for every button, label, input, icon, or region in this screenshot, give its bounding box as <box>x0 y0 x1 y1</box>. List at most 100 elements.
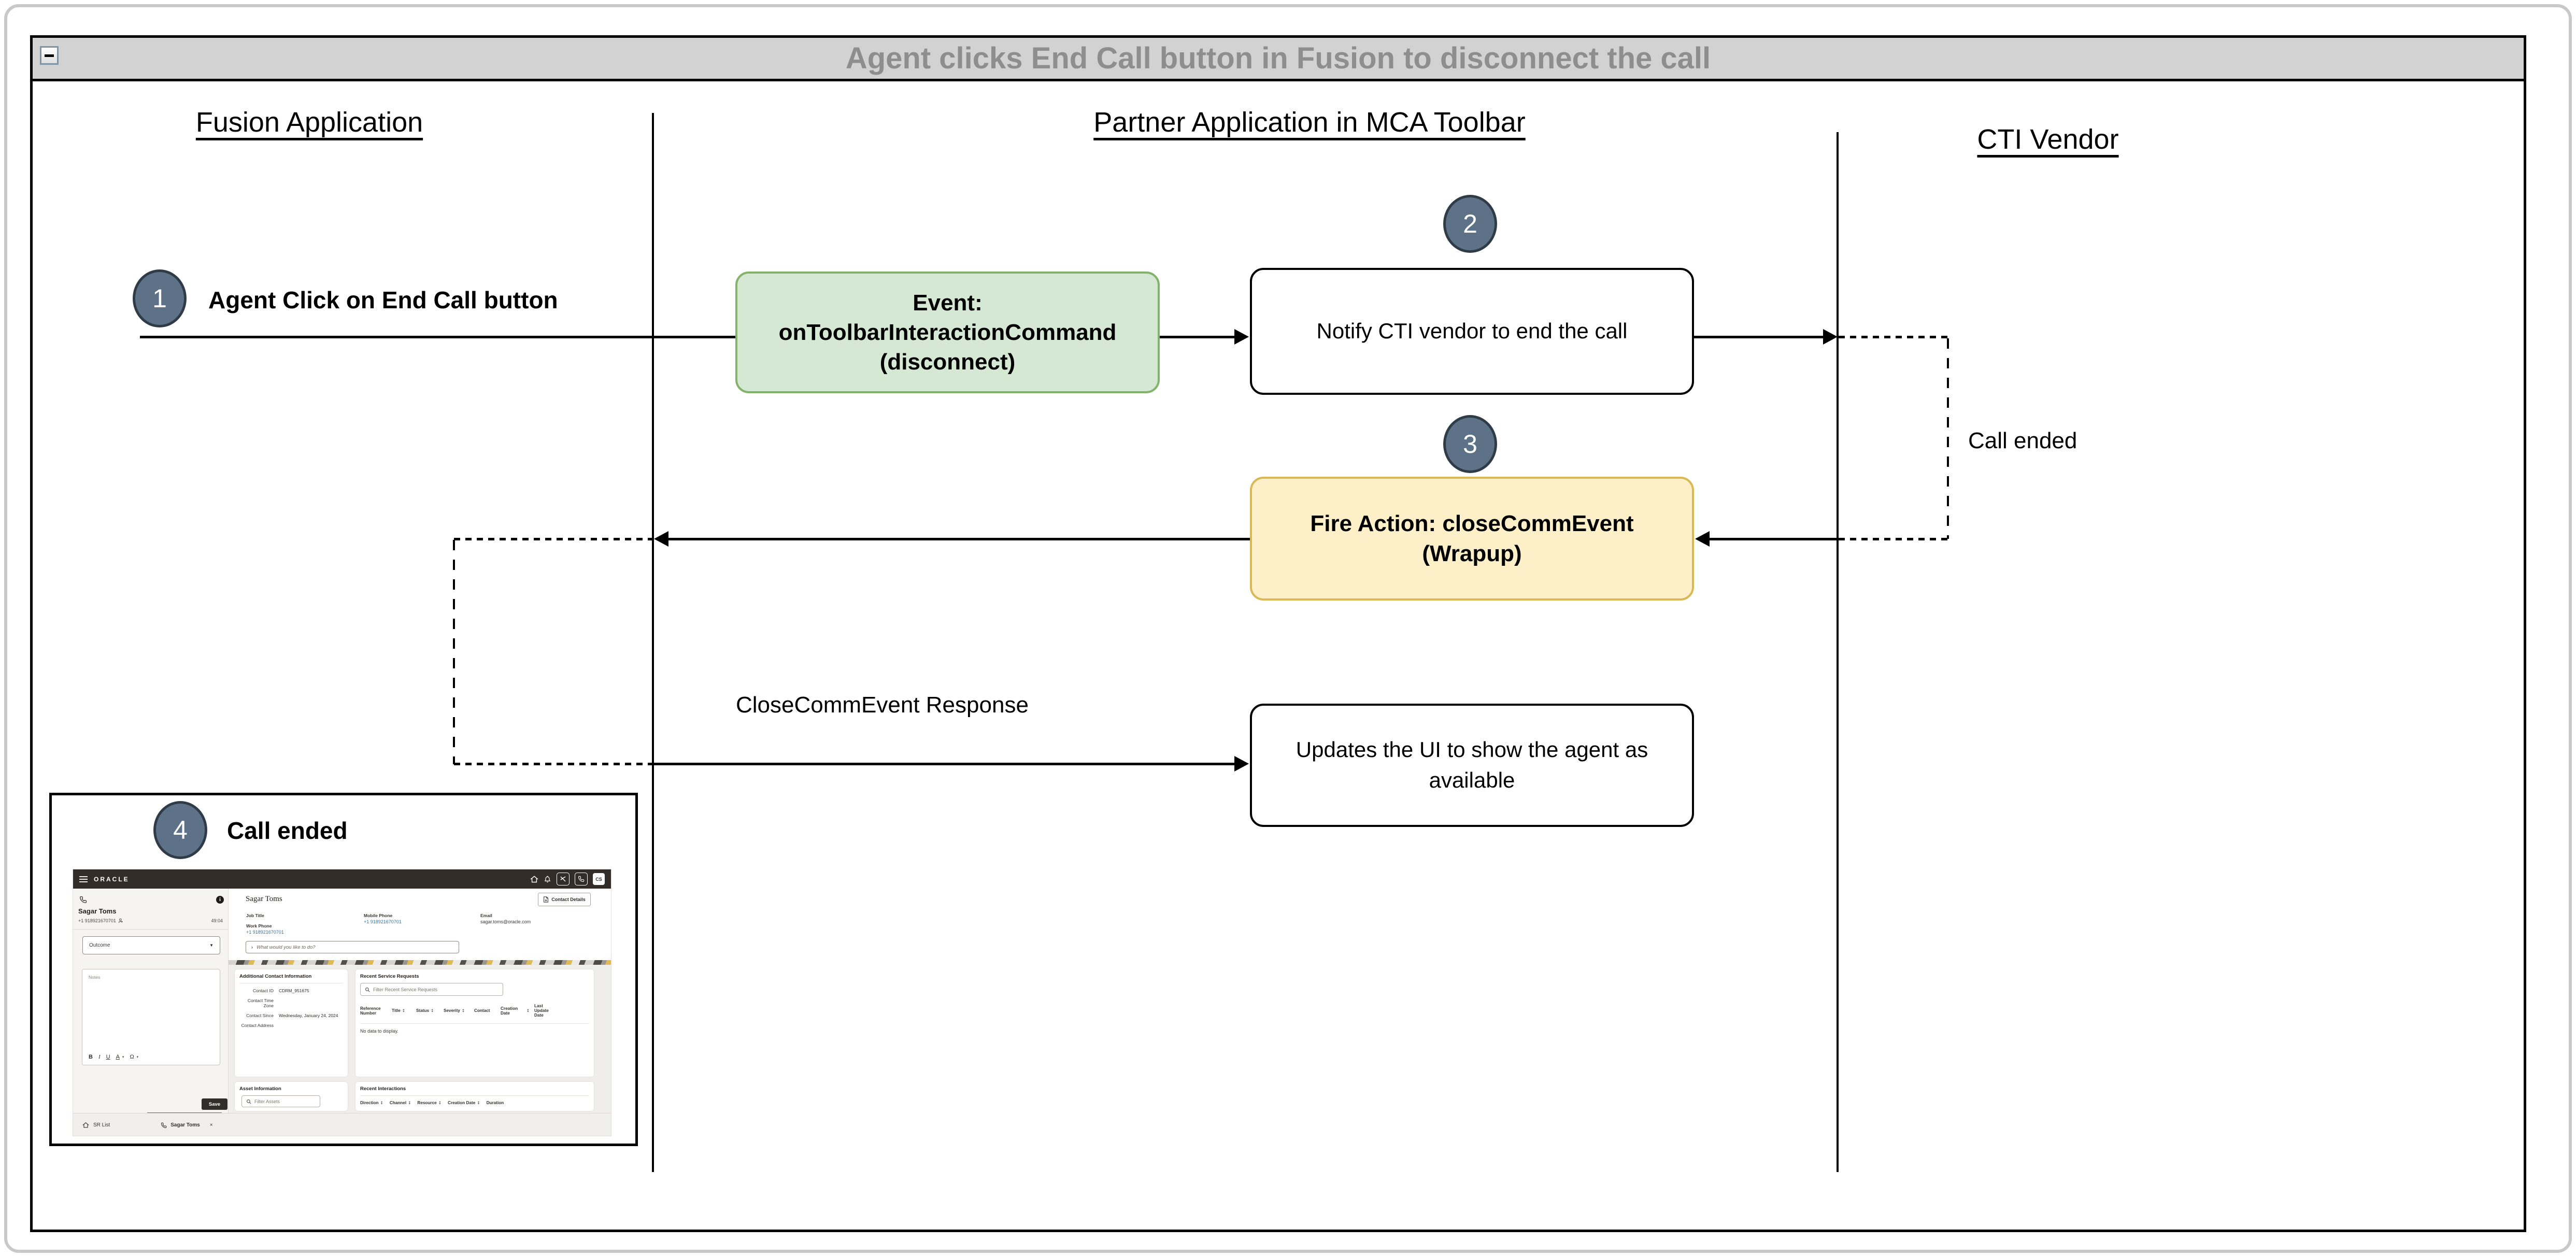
column-header: Contact <box>474 1004 496 1018</box>
chevron-down-icon: ▼ <box>209 943 214 948</box>
info-icon[interactable]: i <box>216 896 224 904</box>
close-icon[interactable]: × <box>209 1122 213 1128</box>
mobile-phone-label: Mobile Phone <box>364 913 393 918</box>
arrowhead-into-cti <box>1823 329 1838 345</box>
column-label[interactable]: Status <box>416 1008 430 1013</box>
column-label[interactable]: Duration <box>486 1101 504 1105</box>
italic-button[interactable]: I <box>98 1054 101 1060</box>
sort-icon[interactable]: ↕ <box>477 1101 480 1105</box>
sort-icon[interactable]: ↕ <box>408 1101 411 1105</box>
step4-label: Call ended <box>227 817 348 844</box>
contact-details-button[interactable]: Contact Details <box>538 893 591 906</box>
save-button[interactable]: Save <box>202 1098 227 1110</box>
filter-service-requests-input[interactable]: Filter Recent Service Requests <box>360 983 503 996</box>
column-label[interactable]: Last Update Date <box>534 1004 549 1018</box>
outcome-select-label: Outcome <box>89 942 110 948</box>
step-circle-1: 1 <box>133 269 187 327</box>
filter-assets-input[interactable]: Filter Assets <box>241 1095 320 1107</box>
phone-toolbar-button[interactable] <box>575 873 588 885</box>
column-label[interactable]: Title <box>392 1008 401 1013</box>
column-label[interactable]: Channel <box>389 1101 407 1105</box>
asset-information-title: Asset Information <box>239 1086 281 1092</box>
fire-action-line2: (Wrapup) <box>1422 540 1522 566</box>
person-add-icon[interactable] <box>118 918 123 923</box>
dotted-stub-bottom <box>1839 538 1948 540</box>
arrowhead-into-fire <box>1695 531 1710 547</box>
column-header: Status↕ <box>416 1004 439 1018</box>
column-label[interactable]: Creation Date <box>448 1101 476 1105</box>
font-color-button[interactable]: A <box>116 1054 120 1060</box>
bell-icon[interactable] <box>544 875 551 883</box>
call-ended-return-label: Call ended <box>1968 428 2077 453</box>
column-header: Creation Date ↕ <box>501 1004 530 1018</box>
column-label[interactable]: Contact <box>474 1008 490 1013</box>
notes-editor[interactable]: Notes B I U A ▾ Ω ▾ <box>82 969 220 1065</box>
assist-placeholder: What would you like to do? <box>257 944 316 950</box>
column-label[interactable]: Creation Date <box>501 1006 518 1016</box>
arrowhead-into-fusion <box>654 531 668 547</box>
agent-availability-button[interactable] <box>557 873 570 885</box>
tab-sr-list[interactable]: SR List <box>93 1122 110 1128</box>
work-phone-value[interactable]: +1 918921670701 <box>246 930 284 935</box>
sort-icon[interactable]: ↕ <box>380 1101 383 1105</box>
home-icon <box>82 1122 89 1128</box>
step-circle-2: 2 <box>1443 195 1497 253</box>
sort-icon[interactable]: ↕ <box>402 1008 405 1013</box>
sort-icon[interactable]: ↕ <box>438 1101 442 1105</box>
recent-interactions-card: Recent Interactions Direction↕ Channel↕ … <box>355 1082 594 1111</box>
column-label[interactable]: Resource <box>417 1101 437 1105</box>
cards-area: Additional Contact Information Contact I… <box>229 965 611 1113</box>
user-avatar[interactable]: CS <box>593 873 605 885</box>
step-circle-3: 3 <box>1443 415 1497 473</box>
phone-icon <box>161 1122 167 1128</box>
column-header: Direction↕ <box>360 1101 383 1105</box>
notes-placeholder: Notes <box>89 975 101 980</box>
bold-button[interactable]: B <box>89 1054 93 1060</box>
document-edit-icon <box>544 896 549 903</box>
column-label[interactable]: Reference Number <box>360 1006 381 1016</box>
event-box: Event: onToolbarInteractionCommand (disc… <box>735 272 1160 393</box>
home-icon[interactable] <box>530 875 538 883</box>
additional-contact-card: Additional Contact Information Contact I… <box>235 969 348 1077</box>
event-box-line1: Event: <box>913 290 983 316</box>
lifeline-cti <box>1837 132 1839 1172</box>
hamburger-menu-icon[interactable] <box>79 876 88 882</box>
assist-search-input[interactable]: › What would you like to do? <box>246 941 459 953</box>
underline-button[interactable]: U <box>106 1054 110 1060</box>
column-label[interactable]: Direction <box>360 1101 379 1105</box>
step-circle-4: 4 <box>153 801 207 859</box>
contact-heading: Sagar Toms <box>246 895 282 903</box>
arrow-click-to-notify <box>140 336 1237 338</box>
caller-name: Sagar Toms <box>78 907 117 915</box>
symbol-button[interactable]: Ω <box>130 1054 134 1060</box>
field-label: Contact ID <box>252 988 274 993</box>
arrow-fire-to-fusion <box>668 538 1250 540</box>
collapse-button[interactable] <box>40 46 59 65</box>
column-header: Last Update Date <box>534 1004 552 1018</box>
arrow-notify-to-cti <box>1694 336 1825 338</box>
column-header: Creation Date↕ <box>448 1101 480 1105</box>
sort-icon[interactable]: ↕ <box>431 1008 434 1013</box>
call-timer: 49:04 <box>211 918 223 923</box>
sort-icon[interactable]: ↕ <box>526 1008 530 1013</box>
sort-icon[interactable]: ↕ <box>461 1008 465 1013</box>
outcome-select[interactable]: Outcome ▼ <box>82 936 220 954</box>
column-label[interactable]: Severity <box>444 1008 460 1013</box>
caret-down-icon: ▾ <box>122 1055 124 1059</box>
search-icon <box>365 987 370 992</box>
service-requests-header: Reference Number Title↕ Status↕ Severity… <box>360 1004 590 1018</box>
richtext-toolbar: B I U A ▾ Ω ▾ <box>89 1054 138 1060</box>
table-divider <box>360 1023 589 1024</box>
filter-placeholder: Filter Assets <box>254 1098 280 1104</box>
bottom-tabbar: SR List Sagar Toms × <box>73 1113 611 1136</box>
oracle-logo: ORACLE <box>94 875 130 883</box>
event-box-line3: (disconnect) <box>879 349 1016 375</box>
field-label: Contact Time Zone <box>247 998 274 1008</box>
mobile-phone-value[interactable]: +1 918921670701 <box>364 919 402 924</box>
fire-action-line1: Fire Action: closeCommEvent <box>1310 511 1634 537</box>
email-label: Email <box>480 913 492 918</box>
tab-contact[interactable]: Sagar Toms × <box>161 1122 213 1129</box>
work-phone-label: Work Phone <box>246 923 272 929</box>
phone-icon <box>578 876 585 882</box>
